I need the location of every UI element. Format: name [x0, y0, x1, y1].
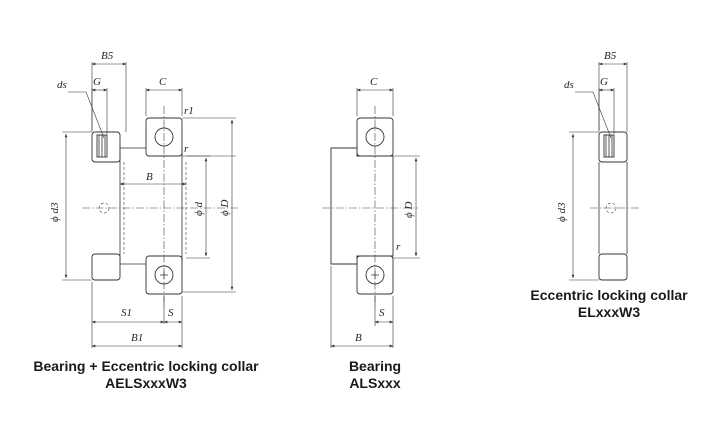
figure-collar: B5 G ds ϕ d3 — [556, 50, 640, 281]
figure-bearing: C ϕ D r S B — [322, 76, 420, 348]
label-r1-a: r1 — [184, 105, 194, 117]
caption-b-line2: ALSxxx — [349, 375, 401, 391]
label-g-a: G — [93, 76, 101, 88]
label-r-b: r — [396, 241, 401, 253]
label-s-a: S — [168, 307, 174, 319]
label-ds-c: ds — [564, 79, 574, 91]
label-c-a: C — [159, 76, 167, 88]
label-b1-a: B1 — [131, 332, 143, 344]
caption-c-line2: ELxxxW3 — [577, 304, 641, 320]
inner-ring-outline — [119, 147, 146, 265]
label-bigd-b: ϕ D — [403, 202, 415, 218]
label-s-b: S — [379, 307, 385, 319]
label-b-b: B — [355, 332, 362, 344]
label-c-b: C — [370, 76, 378, 88]
label-d-a: ϕ d — [193, 202, 205, 216]
caption-a-line1: Bearing + Eccentric locking collar — [33, 358, 259, 374]
caption-b-line1: Bearing — [348, 358, 402, 374]
collar-bottom-section — [91, 253, 121, 281]
label-d3-c: ϕ d3 — [556, 202, 568, 222]
label-r-a: r — [184, 143, 189, 155]
label-b5-c: B5 — [604, 50, 617, 62]
label-b5-a: B5 — [101, 50, 114, 62]
inner-ring-b — [330, 147, 394, 265]
caption-figure-a: Bearing + Eccentric locking collar AELSx… — [16, 358, 276, 392]
caption-figure-b: Bearing ALSxxx — [320, 358, 430, 392]
label-ds-a: ds — [57, 79, 67, 91]
label-bigd-a: ϕ D — [219, 200, 231, 216]
caption-a-line2: AELSxxxW3 — [105, 375, 187, 391]
label-s1-a: S1 — [121, 307, 132, 319]
label-d3-a: ϕ d3 — [49, 202, 61, 222]
caption-c-line1: Eccentric locking collar — [530, 287, 688, 303]
label-b-a: B — [146, 171, 153, 183]
label-g-c: G — [600, 76, 608, 88]
collar-bottom-section-c — [598, 253, 628, 281]
caption-figure-c: Eccentric locking collar ELxxxW3 — [515, 287, 703, 321]
figure-bearing-with-collar: B5 G ds C r1 r B ϕ d3 ϕ d ϕ D S1 S B1 — [49, 50, 238, 348]
